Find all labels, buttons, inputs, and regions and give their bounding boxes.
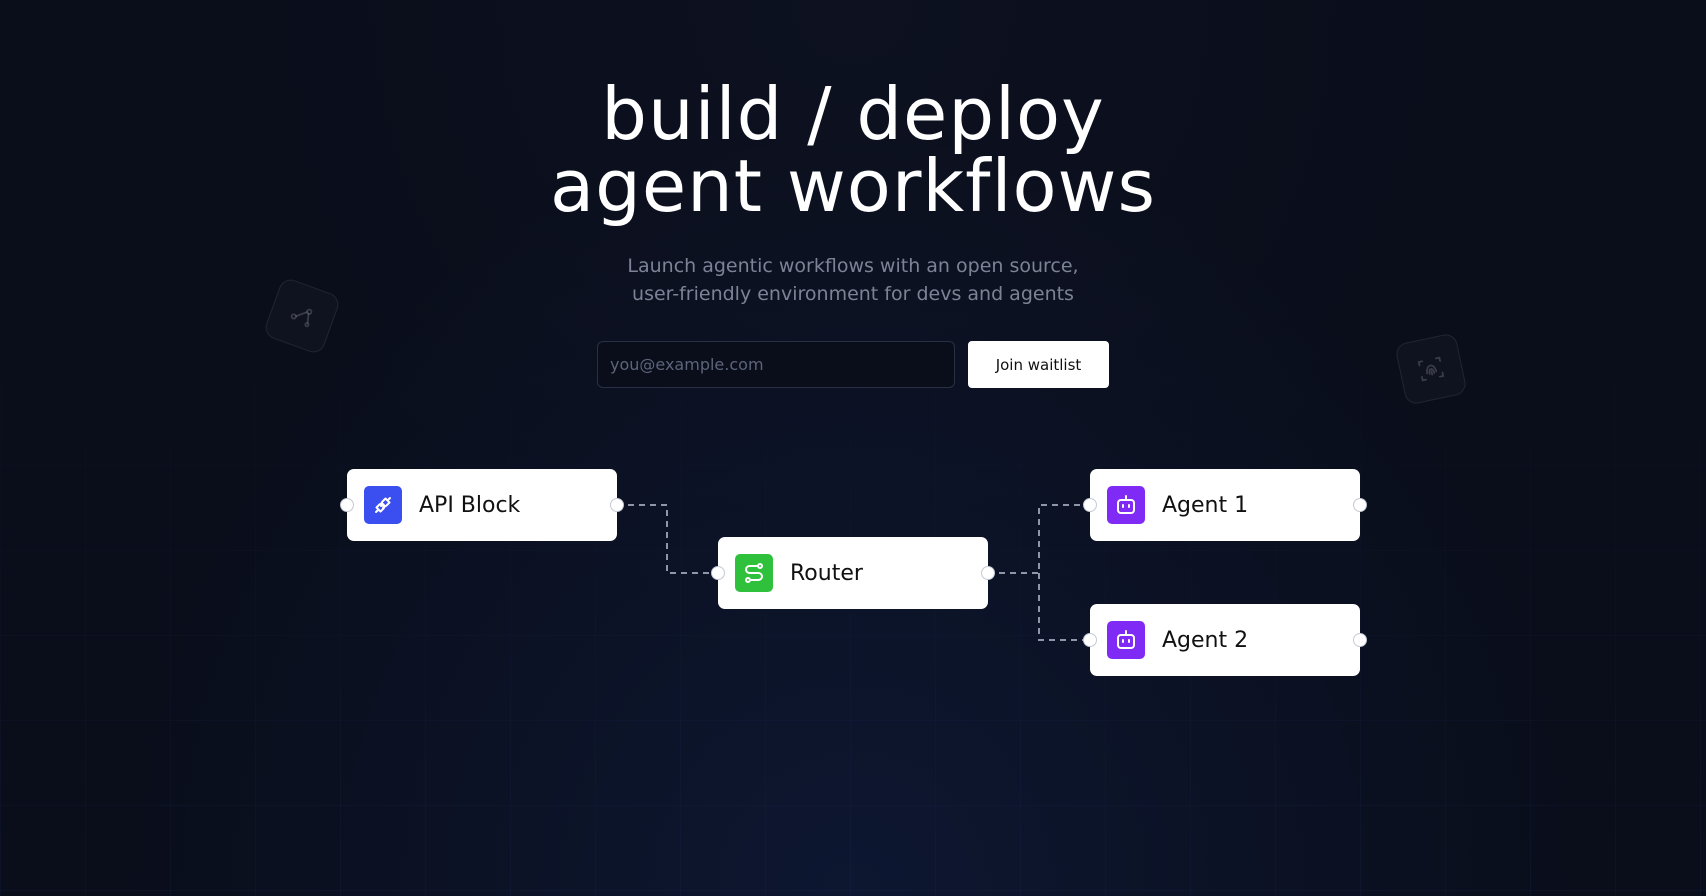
agent-2-input-port[interactable] — [1083, 633, 1097, 647]
robot-icon — [1107, 621, 1145, 659]
edge-api-router — [617, 504, 718, 574]
agent-1-label: Agent 1 — [1162, 492, 1249, 518]
hero-title-line-1: build / deploy — [601, 72, 1105, 156]
email-input[interactable] — [597, 341, 955, 388]
connection-icon — [262, 276, 342, 356]
hero-subtitle-line-1: Launch agentic workflows with an open so… — [627, 255, 1079, 277]
api-block-node[interactable]: API Block — [340, 469, 624, 541]
agent-2-node[interactable]: Agent 2 — [1083, 604, 1367, 676]
router-output-port[interactable] — [981, 566, 995, 580]
background-grid — [0, 380, 1706, 896]
plug-icon — [364, 486, 402, 524]
agent-1-node[interactable]: Agent 1 — [1083, 469, 1367, 541]
edge-router-agent1 — [988, 504, 1090, 574]
agent-2-output-port[interactable] — [1353, 633, 1367, 647]
router-label: Router — [790, 560, 863, 586]
api-block-output-port[interactable] — [610, 498, 624, 512]
edge-router-agent2 — [1038, 573, 1090, 641]
hero-subtitle: Launch agentic workflows with an open so… — [0, 252, 1706, 308]
api-block-input-port[interactable] — [340, 498, 354, 512]
api-block-label: API Block — [419, 492, 521, 518]
hero-subtitle-line-2: user-friendly environment for devs and a… — [632, 283, 1074, 305]
router-node[interactable]: Router — [711, 537, 995, 609]
hero-title: build / deploy agent workflows — [0, 78, 1706, 222]
fingerprint-icon — [1394, 332, 1468, 406]
robot-icon — [1107, 486, 1145, 524]
join-waitlist-button[interactable]: Join waitlist — [968, 341, 1109, 388]
router-input-port[interactable] — [711, 566, 725, 580]
route-icon — [735, 554, 773, 592]
hero-title-line-2: agent workflows — [550, 144, 1156, 228]
agent-2-label: Agent 2 — [1162, 627, 1249, 653]
agent-1-input-port[interactable] — [1083, 498, 1097, 512]
agent-1-output-port[interactable] — [1353, 498, 1367, 512]
